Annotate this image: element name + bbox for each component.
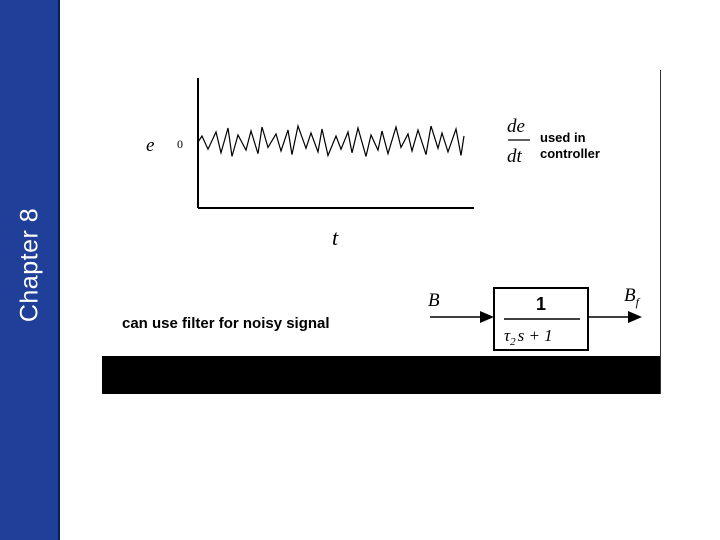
figure-panel: e 0 t de dt used in controller can use f… [102,70,661,394]
x-axis-symbol: t [332,225,339,250]
output-subscript: f [636,295,641,309]
derivative-denominator: dt [507,146,523,167]
black-band [102,356,660,394]
output-arrowhead [628,311,642,323]
chapter-sidebar: Chapter 8 [0,0,60,540]
noisy-signal-trace [197,123,465,158]
input-signal-label: B [428,290,440,311]
controller-label: controller [540,146,600,161]
denominator-tail: s + 1 [518,326,553,345]
figure-svg: e 0 t de dt used in controller can use f… [122,78,642,351]
output-signal-label: Bf [624,285,641,309]
filter-caption: can use filter for noisy signal [122,315,330,332]
input-arrowhead [480,311,494,323]
zero-tick-label: 0 [177,137,183,151]
y-axis-symbol: e [146,135,154,156]
filter-numerator: 1 [536,294,546,314]
tau-symbol: τ [504,326,511,345]
tau-subscript: 2 [510,336,516,348]
chapter-label: Chapter 8 [15,207,44,323]
derivative-numerator: de [507,116,525,137]
used-in-label: used in [540,130,586,145]
output-main: B [624,285,636,306]
